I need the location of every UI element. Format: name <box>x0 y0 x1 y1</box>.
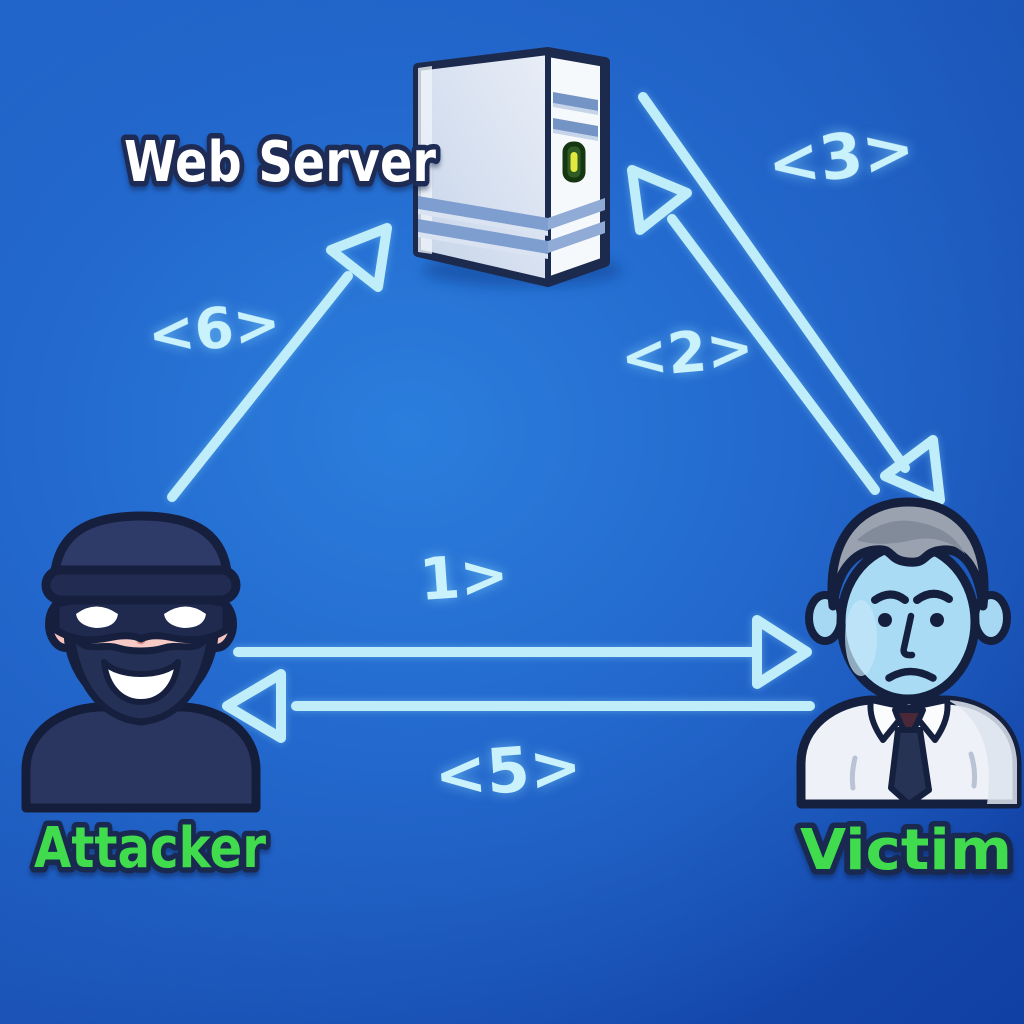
arrow-3-server-to-victim <box>638 92 945 505</box>
attacker-beanie-band <box>41 565 241 605</box>
server-vent <box>553 92 598 111</box>
victim-frown <box>885 667 937 682</box>
arrowhead-down-right <box>880 435 945 505</box>
victim-eye <box>930 613 944 627</box>
web-server-label: Web Server <box>124 130 436 195</box>
victim-tie <box>888 727 932 807</box>
attacker-avatar-icon <box>21 511 261 813</box>
server-vent <box>553 118 598 137</box>
arrowhead-left <box>222 669 286 743</box>
arrowhead-right <box>752 615 812 689</box>
victim-label: Victim <box>800 818 1012 883</box>
victim-eye <box>878 613 892 627</box>
arrow-6-attacker-to-server <box>167 223 392 502</box>
attacker-label: Attacker <box>34 816 266 881</box>
server-tower-icon <box>413 47 622 287</box>
arrow-1-label: 1> <box>417 540 510 614</box>
arrow-1-attacker-to-victim <box>233 615 812 689</box>
attacker-grin <box>101 659 181 705</box>
victim-nose <box>900 612 916 659</box>
victim-eyebrow <box>913 589 953 604</box>
attacker-body <box>21 702 261 813</box>
victim-eyebrow <box>871 590 909 604</box>
arrow-2-victim-to-server <box>627 165 880 495</box>
arrow-6-label: <6> <box>145 290 284 369</box>
arrowhead-up-right <box>326 223 392 292</box>
attacker-eye <box>164 606 206 628</box>
arrowhead-up-left <box>627 165 692 235</box>
arrow-2-label: <2> <box>618 315 756 391</box>
arrow-3-label: <3> <box>764 111 919 201</box>
victim-hair <box>827 497 989 611</box>
arrow-5-victim-to-attacker <box>222 669 815 743</box>
arrow-5-label: <5> <box>432 729 584 812</box>
attacker-eye <box>76 606 118 628</box>
victim-avatar-icon <box>796 497 1022 809</box>
